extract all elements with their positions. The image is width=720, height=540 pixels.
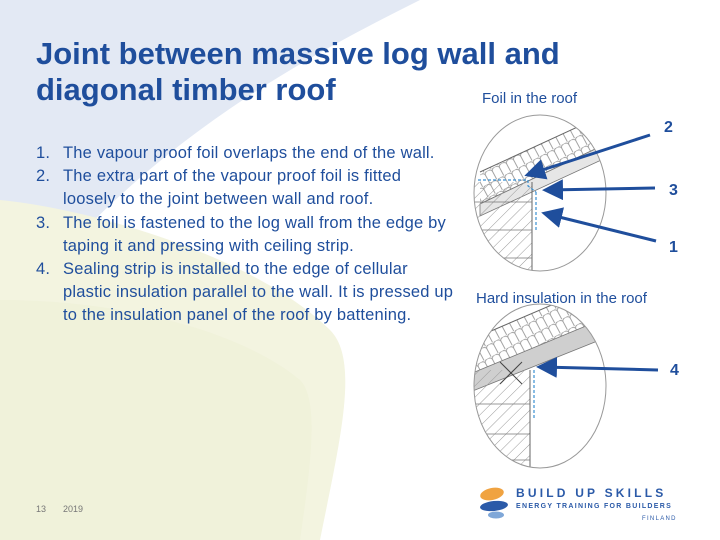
callout-1: 1 [669,239,678,256]
step-text: The foil is fastened to the log wall fro… [63,213,446,255]
step-text: Sealing strip is installed to the edge o… [63,260,454,325]
callout-2: 2 [664,119,673,136]
title-line-1: Joint between massive log wall and [36,36,560,71]
logo-subtitle: ENERGY TRAINING FOR BUILDERS [516,503,673,510]
steps-list: 1. The vapour proof foil overlaps the end… [36,142,454,328]
foil-label: Foil in the roof [482,90,578,107]
logo-country: FINLAND [642,516,677,522]
slide-title: Joint between massive log wall and diago… [36,36,636,108]
page-number: 13 [36,504,47,514]
step-item: 1. The vapour proof foil overlaps the end… [36,142,454,165]
step-item: 4. Sealing strip is installed to the edge… [36,258,454,328]
step-number: 4. [36,260,51,279]
step-number: 1. [36,144,51,162]
arrow-2 [524,133,651,180]
build-up-skills-logo: BUILD UP SKILLS ENERGY TRAINING FOR BUIL… [474,480,694,530]
step-item: 2. The extra part of the vapour proof foi… [36,165,454,211]
step-number: 3. [36,213,51,232]
background-blue-swoosh [0,0,420,330]
hard-insulation-detail-diagram [473,303,607,469]
logo-mark-icon [480,487,508,519]
step-item: 3. The foil is fastened to the log wall f… [36,212,454,258]
arrow-1 [541,207,657,243]
callout-4: 4 [670,362,679,379]
step-text: The vapour proof foil overlaps the end o… [63,144,435,162]
step-number: 2. [36,167,51,186]
title-line-2: diagonal timber roof [36,72,336,107]
callout-3: 3 [669,182,678,199]
arrow-4 [536,356,659,378]
footer-year: 2019 [63,504,84,514]
arrow-3 [542,179,656,201]
step-text: The extra part of the vapour proof foil … [63,167,402,209]
hard-insulation-label: Hard insulation in the roof [476,290,647,307]
logo-title: BUILD UP SKILLS [516,486,667,500]
